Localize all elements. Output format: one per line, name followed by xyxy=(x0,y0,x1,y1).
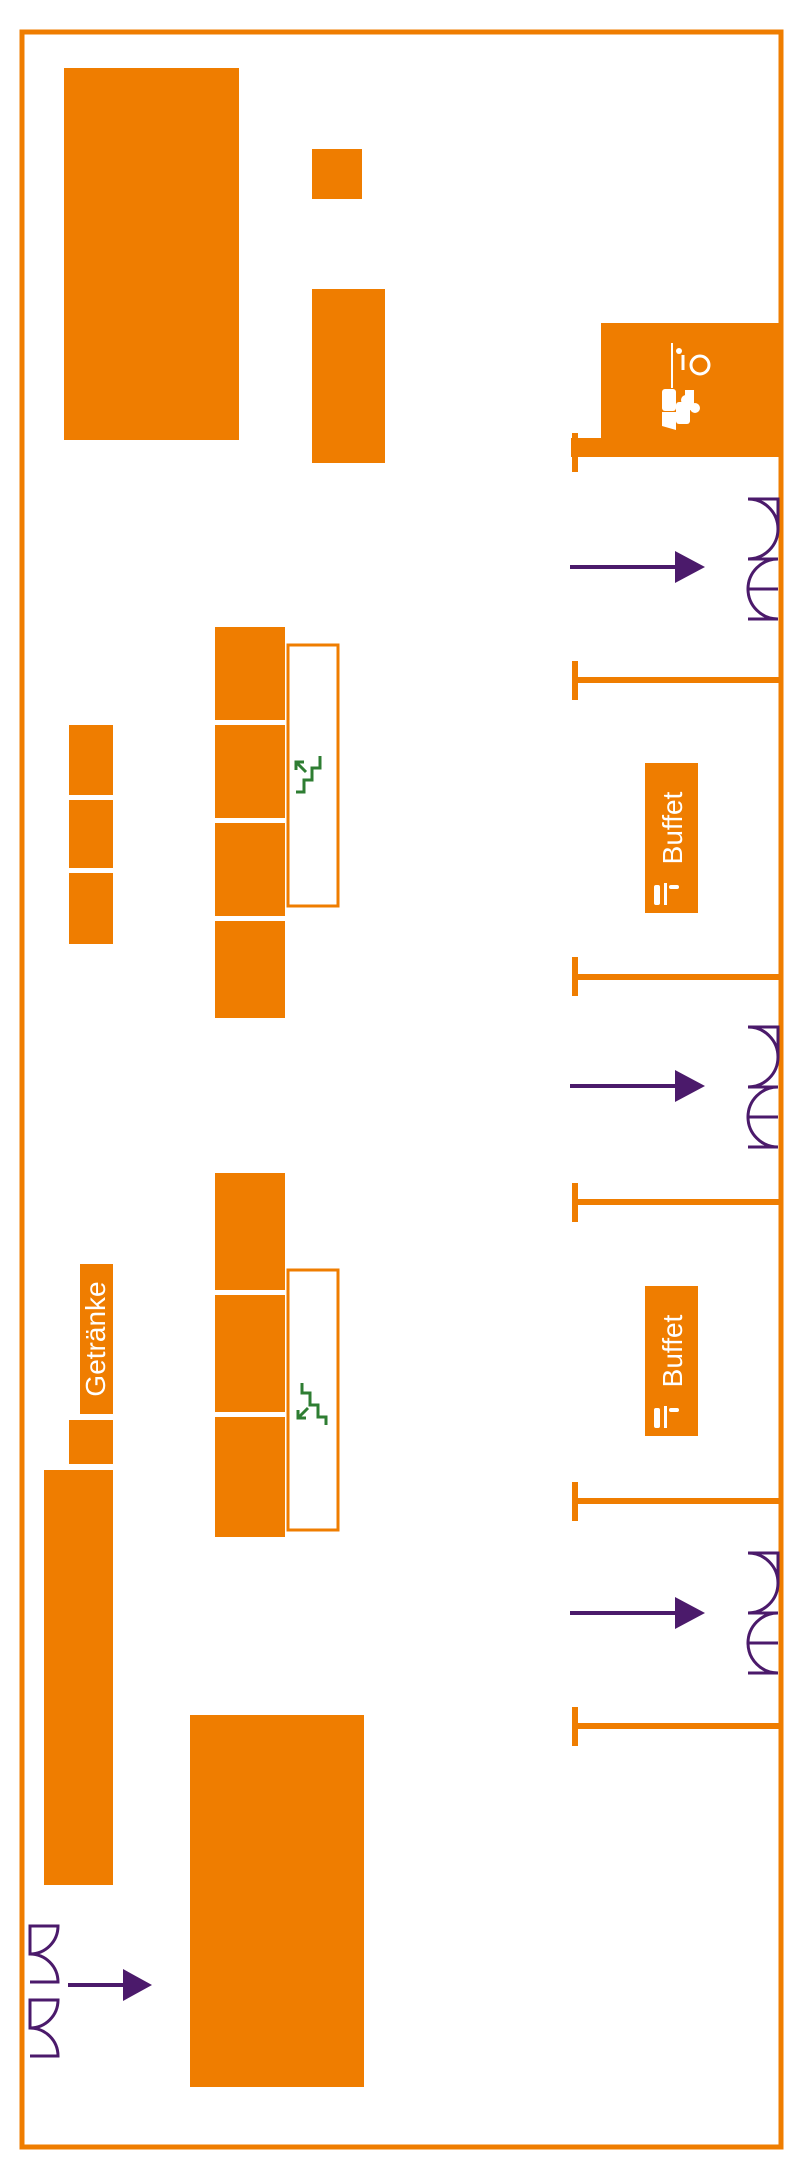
stairs-icon xyxy=(296,1383,328,1425)
restroom-accessible-icon xyxy=(662,343,711,430)
small-tables xyxy=(69,725,113,944)
seating-block-lower xyxy=(215,1173,285,1537)
wall-stubs xyxy=(572,433,781,1746)
drinks-label-box xyxy=(80,1264,113,1414)
drinks-small-block xyxy=(69,1420,113,1464)
stage-block xyxy=(64,68,239,440)
outer-wall xyxy=(19,29,784,2150)
cutlery-icon xyxy=(654,883,679,905)
entrance-arrow-icon xyxy=(68,1969,152,2001)
door-icon xyxy=(746,1025,780,1149)
buffet-label-lower: Buffet xyxy=(657,1314,688,1387)
buffet-label-upper: Buffet xyxy=(657,791,688,864)
stairs-upper xyxy=(286,643,340,908)
drinks-label: Getränke xyxy=(80,1281,111,1396)
seating-block-upper xyxy=(215,627,285,1018)
door-icon xyxy=(746,1551,780,1675)
restroom-block xyxy=(571,323,781,457)
entrance-arrow-icon xyxy=(570,1597,705,1629)
stairs-icon xyxy=(294,756,322,794)
door-icon xyxy=(28,1924,60,2058)
entrance-arrow-icon xyxy=(570,551,705,583)
cutlery-icon xyxy=(654,1406,679,1428)
dance-floor-block xyxy=(190,1715,364,2087)
counter-block xyxy=(312,289,385,463)
small-square xyxy=(312,149,362,199)
drinks-bar xyxy=(44,1470,113,1885)
stairs-lower xyxy=(286,1268,340,1532)
door-icon xyxy=(746,497,780,621)
entrance-arrow-icon xyxy=(570,1070,705,1102)
